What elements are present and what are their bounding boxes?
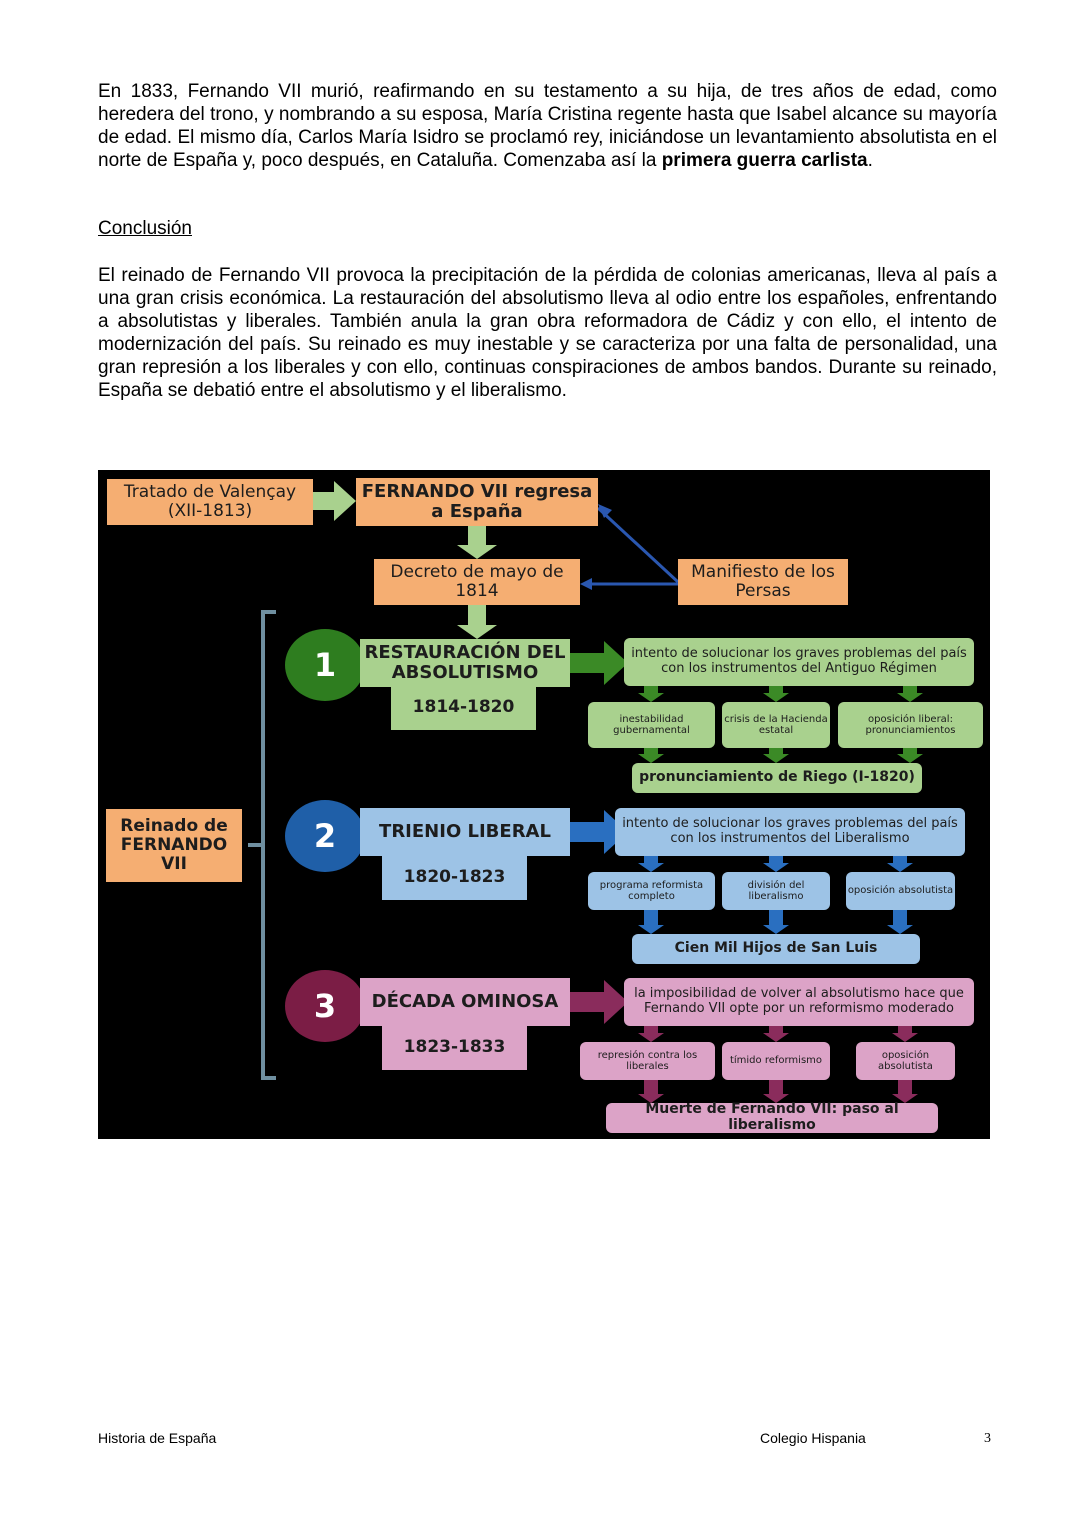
stage-3-cause-3: oposición absolutista: [856, 1042, 955, 1080]
connector-arrow-16: [638, 856, 664, 872]
paragraph-testamento: En 1833, Fernando VII murió, reafirmando…: [98, 80, 997, 172]
connector-arrow-19: [638, 910, 664, 934]
tratado-box: Tratado de Valençay (XII-1813): [107, 479, 313, 525]
footer-school: Colegio Hispania: [760, 1430, 866, 1446]
connector-arrow-10: [763, 686, 789, 702]
stage-3-number: 3: [285, 970, 365, 1042]
connector-arrow-28: [892, 1080, 918, 1103]
page-number: 3: [984, 1431, 991, 1446]
stage-3-years: 1823-1833: [382, 1026, 527, 1070]
connector-arrow-20: [763, 910, 789, 934]
fernando-box: FERNANDO VII regresa a España: [356, 478, 598, 526]
connector-arrow-13: [763, 748, 789, 763]
stage-1-number: 1: [285, 629, 365, 701]
stage-1-result: pronunciamiento de Riego (I-1820): [632, 763, 922, 793]
connector-arrow-3: [457, 605, 497, 639]
connector-arrow-23: [638, 1026, 664, 1042]
connector-arrow-27: [763, 1080, 789, 1103]
stage-2-cause-2: división del liberalismo: [722, 872, 830, 910]
stage-1-cause-1: inestabilidad gubernamental: [588, 702, 715, 748]
diagram-arrows: [248, 481, 923, 1103]
connector-arrow-8: [570, 641, 628, 685]
connector-arrow-22: [570, 980, 628, 1024]
stage-2-cause-3: oposición absolutista: [846, 872, 955, 910]
paragraph-end: .: [867, 150, 873, 171]
stage-1-cause-3: oposición liberal: pronunciamientos: [838, 702, 983, 748]
connector-arrow-17: [763, 856, 789, 872]
stage-1-cause-2: crisis de la Hacienda estatal: [722, 702, 830, 748]
connector-arrow-14: [897, 748, 923, 763]
stage-2-number: 2: [285, 800, 365, 872]
connector-arrow-7: [580, 578, 592, 590]
connector-arrow-5: [598, 504, 612, 518]
reinado-box: Reinado de FERNANDO VII: [106, 809, 242, 882]
connector-arrow-26: [638, 1080, 664, 1103]
connector-arrow-15: [570, 810, 628, 854]
connector-line-4: [596, 506, 680, 584]
connector-arrow-25: [892, 1026, 918, 1042]
stage-2-title: TRIENIO LIBERAL: [360, 808, 570, 856]
connector-arrow-18: [887, 856, 913, 872]
bold-phrase: primera guerra carlista: [661, 150, 868, 171]
stage-3-cause-1: represión contra los liberales: [580, 1042, 715, 1080]
stage-2-result: Cien Mil Hijos de San Luis: [632, 934, 920, 964]
stage-1-title: RESTAURACIÓN DEL ABSOLUTISMO: [360, 639, 570, 687]
conclusion-heading: Conclusión: [98, 218, 192, 239]
connector-arrow-24: [763, 1026, 789, 1042]
footer-subject: Historia de España: [98, 1430, 217, 1446]
manifiesto-box: Manifiesto de los Persas: [678, 559, 848, 605]
reinado-bracket: [248, 610, 276, 1080]
stage-3-cause-2: tímido reformismo: [722, 1042, 830, 1080]
reinado-fernando-vii-diagram: Tratado de Valençay (XII-1813) FERNANDO …: [98, 470, 990, 1139]
paragraph-text: En 1833, Fernando VII murió, reafirmando…: [98, 81, 997, 171]
connector-arrow-1: [313, 481, 356, 521]
connector-arrow-12: [638, 748, 664, 763]
connector-arrow-21: [887, 910, 913, 934]
conclusion-paragraph: El reinado de Fernando VII provoca la pr…: [98, 265, 997, 401]
connector-arrow-9: [638, 686, 664, 702]
stage-3-intent: la imposibilidad de volver al absolutism…: [624, 978, 974, 1026]
connector-arrow-11: [897, 686, 923, 702]
stage-2-years: 1820-1823: [382, 856, 527, 900]
stage-3-result: Muerte de Fernando VII: paso al liberali…: [606, 1101, 938, 1133]
stage-3-title: DÉCADA OMINOSA: [360, 978, 570, 1026]
stage-2-intent: intento de solucionar los graves problem…: [615, 808, 965, 856]
stage-1-intent: intento de solucionar los graves problem…: [624, 638, 974, 686]
decreto-box: Decreto de mayo de 1814: [374, 559, 580, 605]
connector-arrow-2: [457, 526, 497, 559]
stage-2-cause-1: programa reformista completo: [588, 872, 715, 910]
stage-1-years: 1814-1820: [391, 686, 536, 730]
